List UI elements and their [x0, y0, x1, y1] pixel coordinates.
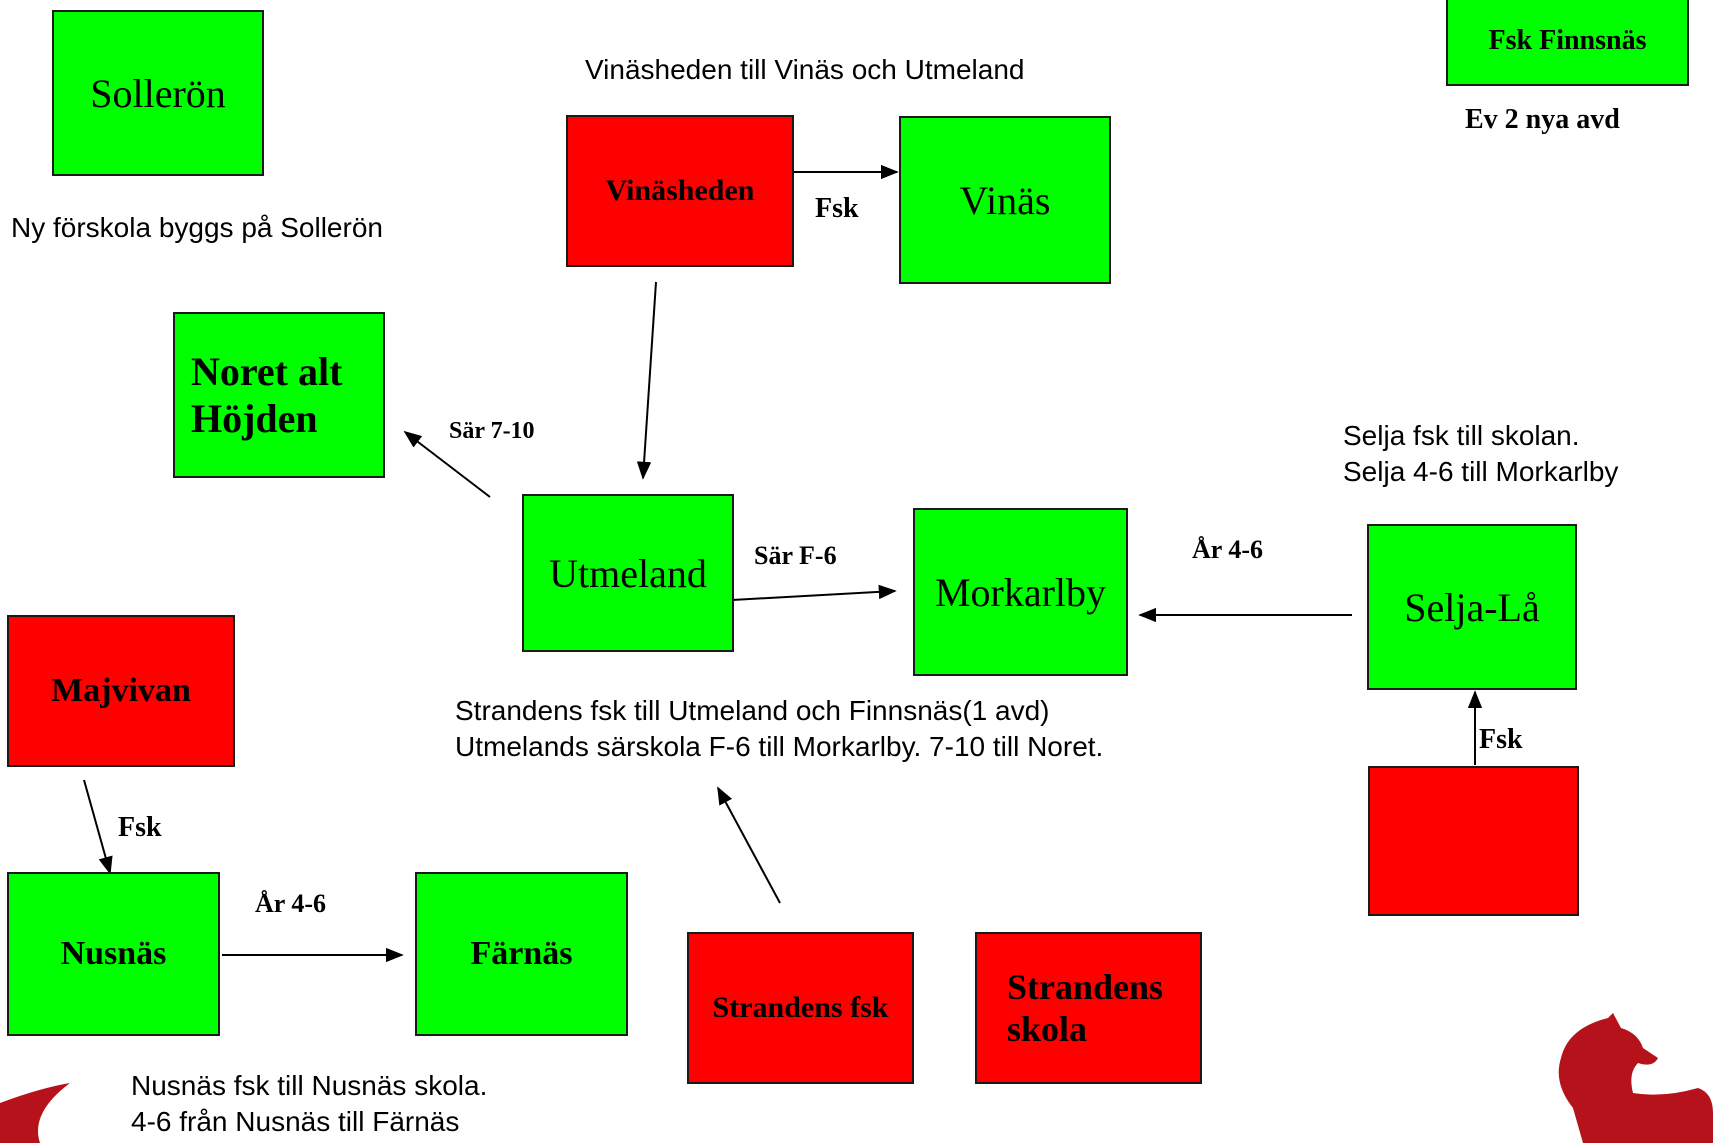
arrow-utmeland-to-noret	[403, 430, 491, 498]
note-nusnas: Nusnäs fsk till Nusnäs skola. 4-6 från N…	[131, 1070, 488, 1137]
note-selja: Selja fsk till skolan. Selja 4-6 till Mo…	[1343, 420, 1619, 487]
node-nusnas: Nusnäs	[7, 872, 220, 1036]
edge-label-sar-f-6: Sär F-6	[754, 541, 837, 570]
arrow-utmeland-to-morkarlby	[731, 584, 897, 601]
node-morkarlby: Morkarlby	[913, 508, 1128, 676]
edge-label-ar-4-6-nusnas: År 4-6	[255, 889, 327, 918]
node-solleron: Sollerön	[52, 10, 264, 176]
edge-label-ar-4-6-selja: År 4-6	[1192, 535, 1264, 564]
node-utmeland: Utmeland	[522, 494, 734, 652]
note-vinasheden-title: Vinäsheden till Vinäs och Utmeland	[585, 54, 1025, 85]
edge-label-vinas-fsk: Fsk	[815, 193, 859, 224]
node-noret-alt-hojden: Noret alt Höjden	[173, 312, 385, 478]
node-strandens-fsk: Strandens fsk	[687, 932, 914, 1084]
node-farnas: Färnäs	[415, 872, 628, 1036]
note-solleron: Ny förskola byggs på Sollerön	[11, 212, 383, 243]
dala-horse-logo	[1558, 1013, 1713, 1143]
node-vinasheden: Vinäsheden	[566, 115, 794, 267]
node-strandens-skola: Strandens skola	[975, 932, 1202, 1084]
note-strandens: Strandens fsk till Utmeland och Finnsnäs…	[455, 695, 1104, 762]
corner-swoosh-decoration	[0, 1083, 70, 1143]
edge-label-sar-7-10: Sär 7-10	[449, 418, 535, 444]
node-selja-la: Selja-Lå	[1367, 524, 1577, 690]
arrow-vinasheden-to-utmeland	[636, 281, 657, 480]
node-fsk-finnsnas: Fsk Finnsnäs	[1446, 0, 1689, 86]
edge-label-selja-fsk: Fsk	[1479, 724, 1523, 755]
note-finnsnas: Ev 2 nya avd	[1465, 104, 1620, 135]
node-majvivan: Majvivan	[7, 615, 235, 767]
arrow-majvivan-to-nusnas	[83, 779, 113, 875]
edge-label-majvivan-fsk: Fsk	[118, 812, 162, 843]
node-selja-fsk	[1368, 766, 1579, 916]
arrow-strandens-to-utmeland	[717, 786, 781, 904]
node-vinas: Vinäs	[899, 116, 1111, 284]
